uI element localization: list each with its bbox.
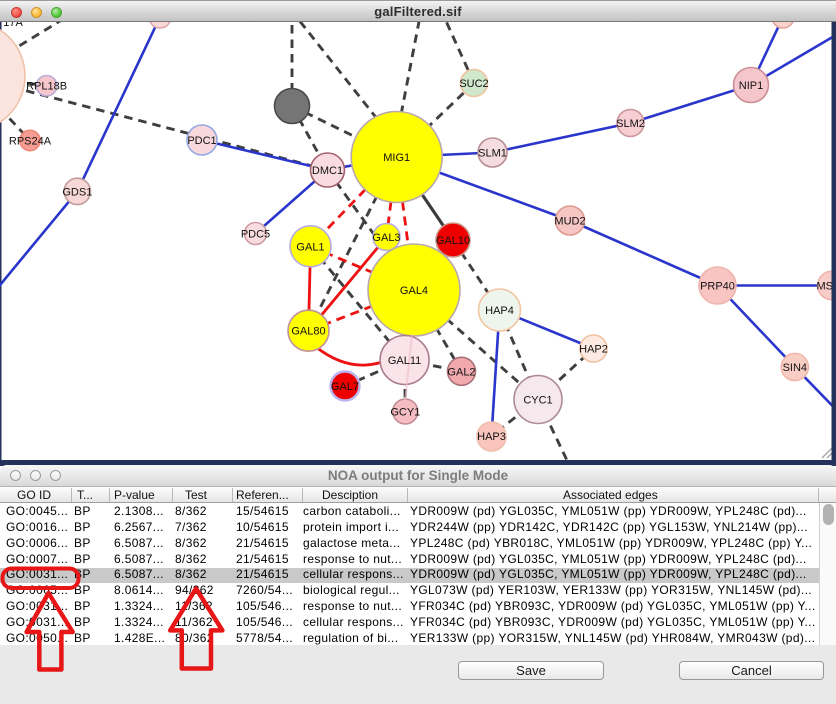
svg-text:GAL80: GAL80 bbox=[291, 326, 325, 338]
svg-text:RPS24A: RPS24A bbox=[9, 136, 52, 148]
svg-text:HAP4: HAP4 bbox=[485, 305, 514, 317]
svg-text:GCY1: GCY1 bbox=[390, 407, 420, 419]
svg-text:PRP40: PRP40 bbox=[700, 281, 735, 293]
svg-text:SLM2: SLM2 bbox=[616, 118, 645, 130]
svg-text:SLM1: SLM1 bbox=[478, 148, 507, 160]
svg-text:17A: 17A bbox=[3, 22, 23, 29]
svg-text:GAL3: GAL3 bbox=[372, 232, 400, 244]
svg-text:GDS1: GDS1 bbox=[62, 186, 92, 198]
svg-text:SUC2: SUC2 bbox=[459, 78, 488, 90]
svg-text:MUD2: MUD2 bbox=[554, 216, 585, 228]
svg-text:GAL2: GAL2 bbox=[447, 366, 475, 378]
svg-text:HAP3: HAP3 bbox=[477, 431, 506, 443]
svg-text:MSN5: MSN5 bbox=[817, 281, 836, 293]
svg-text:GAL4: GAL4 bbox=[400, 285, 428, 297]
svg-text:NIP1: NIP1 bbox=[739, 80, 763, 92]
svg-text:HAP2: HAP2 bbox=[579, 344, 608, 356]
svg-text:GAL11: GAL11 bbox=[388, 355, 421, 367]
svg-text:GAL7: GAL7 bbox=[331, 381, 359, 393]
svg-text:GAL1: GAL1 bbox=[296, 241, 324, 253]
svg-text:SIN4: SIN4 bbox=[783, 362, 807, 374]
svg-text:CYC1: CYC1 bbox=[523, 395, 552, 407]
svg-text:MIG1: MIG1 bbox=[383, 152, 410, 164]
svg-text:DMC1: DMC1 bbox=[312, 165, 343, 177]
svg-text:RPL18B: RPL18B bbox=[26, 81, 67, 93]
svg-text:PDC5: PDC5 bbox=[241, 229, 270, 241]
svg-text:PDC1: PDC1 bbox=[187, 135, 216, 147]
svg-text:GAL10: GAL10 bbox=[436, 235, 470, 247]
